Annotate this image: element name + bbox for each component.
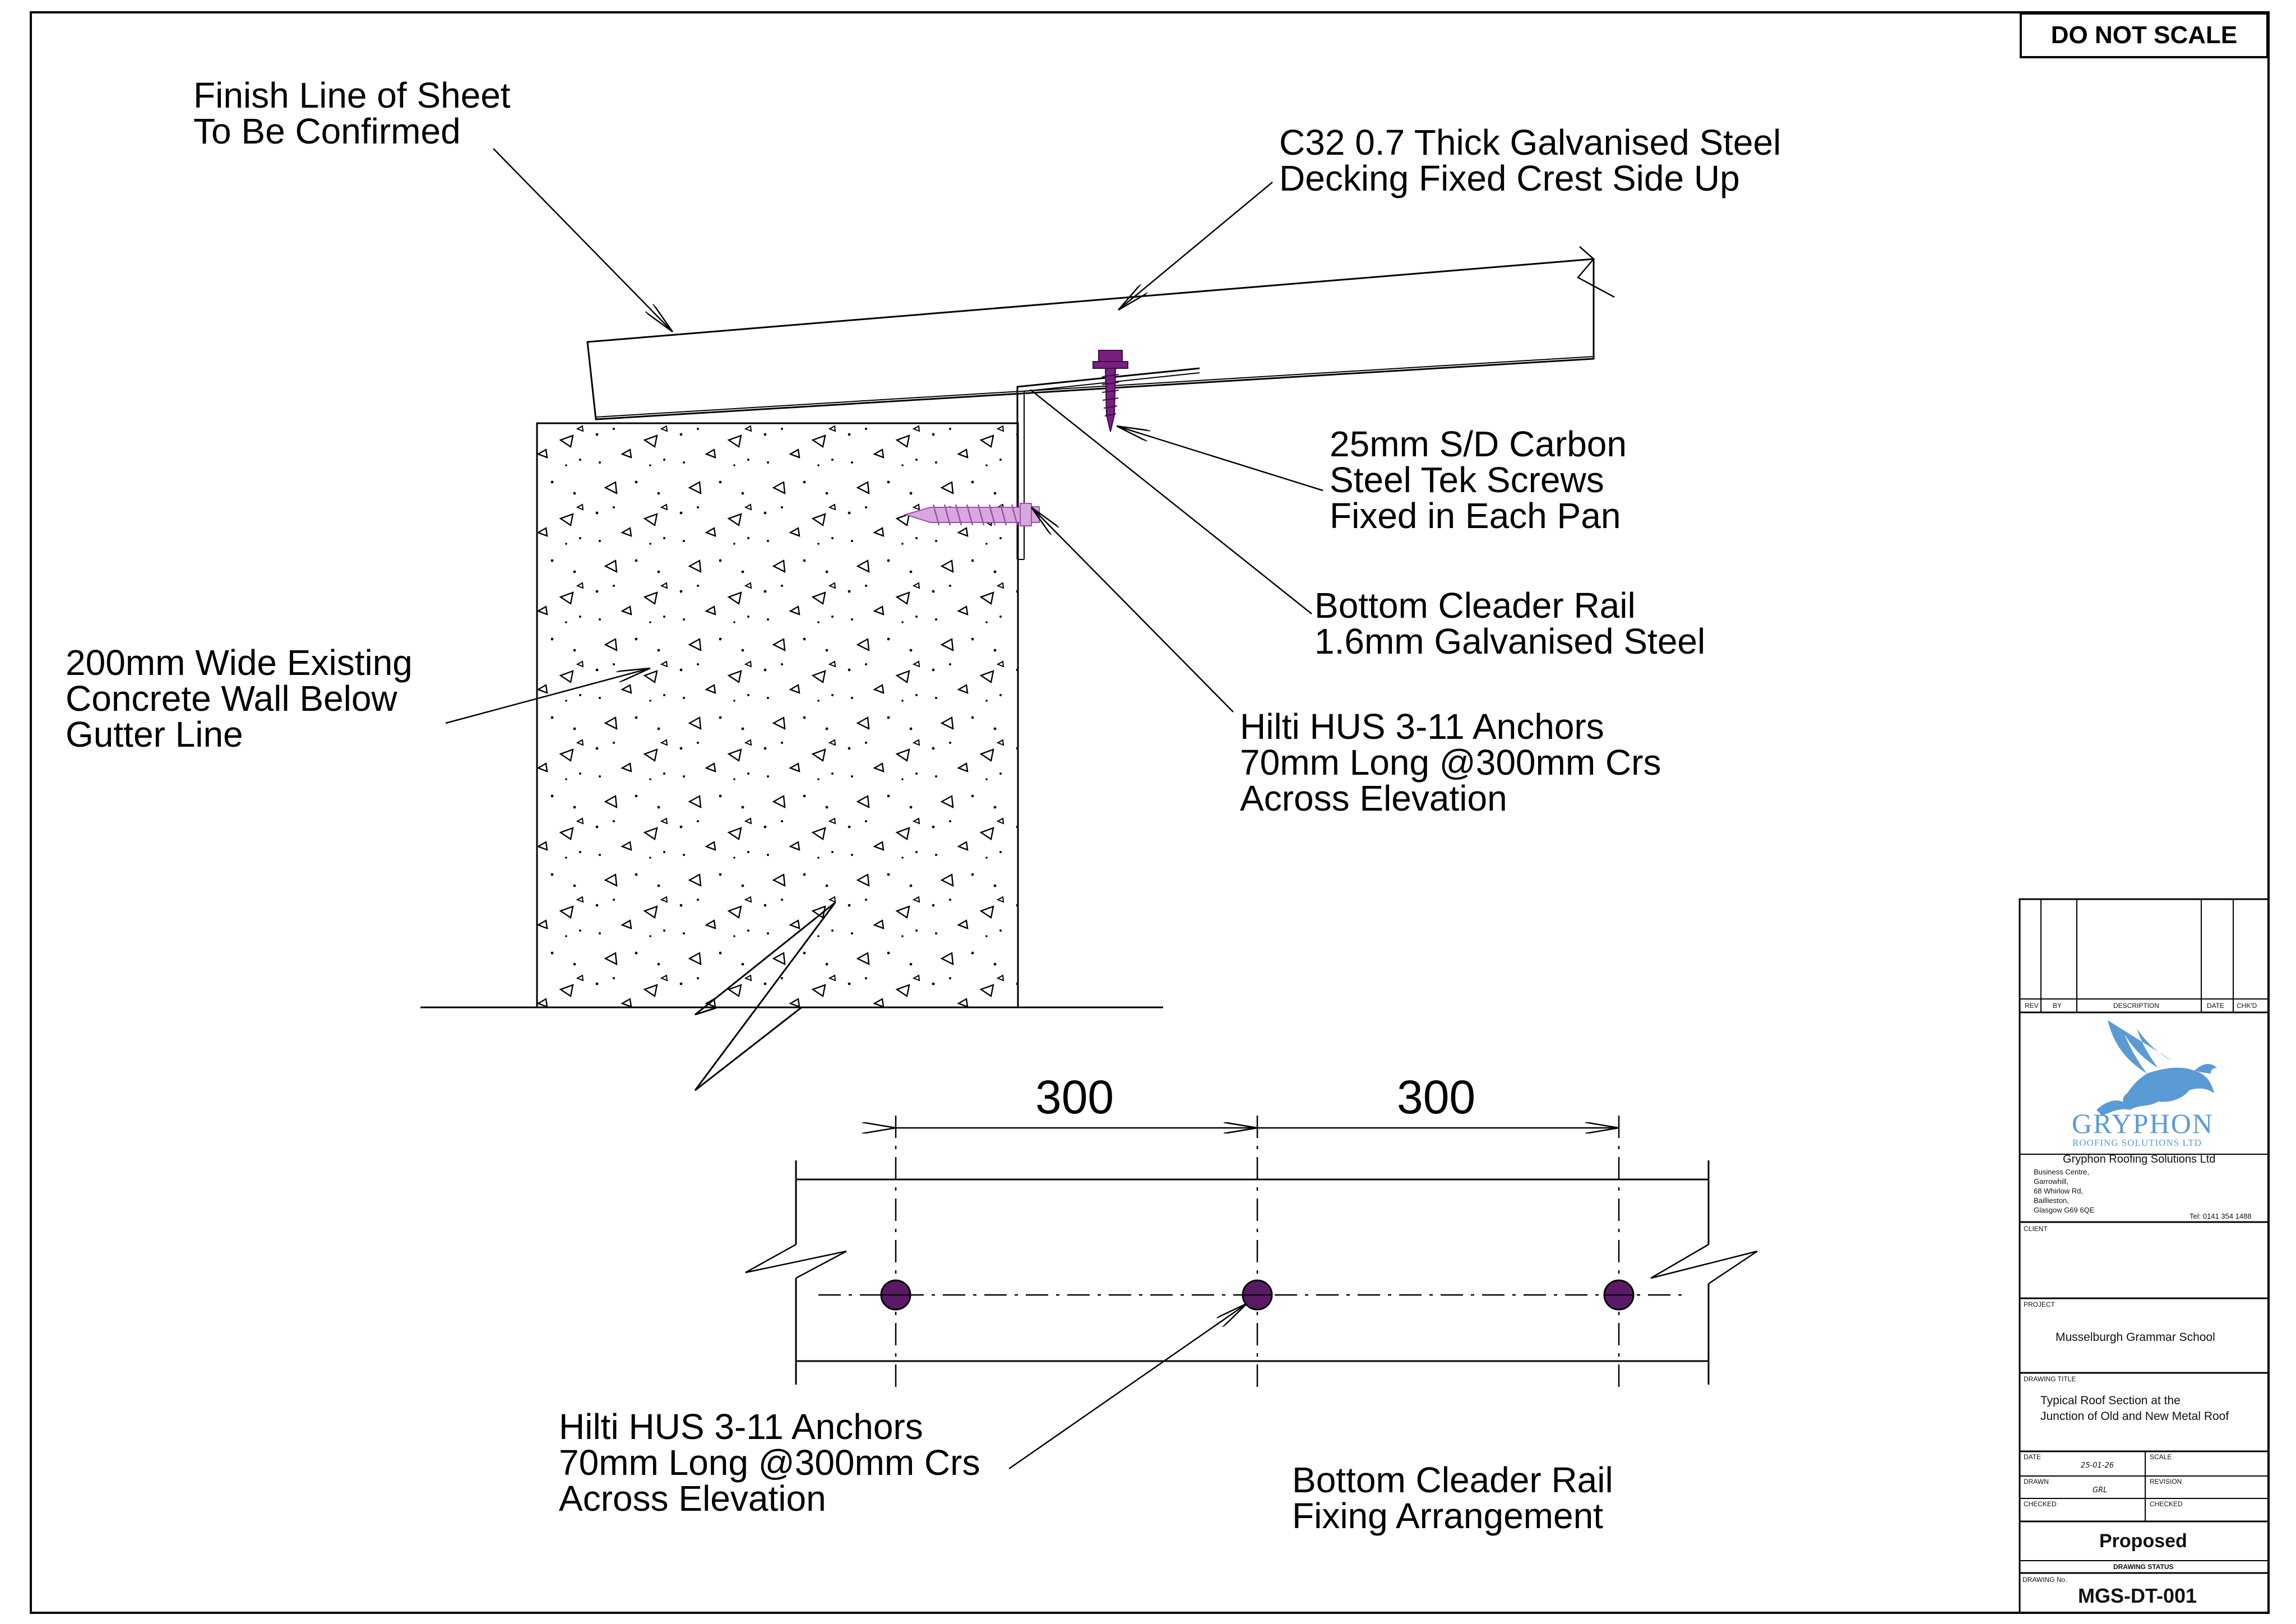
revision-label: REVISION xyxy=(2150,1478,2182,1486)
tek-screws-label-1: 25mm S/D Carbon xyxy=(1330,424,1627,464)
elevation-anchors-label-3: Across Elevation xyxy=(559,1478,826,1519)
address-line-2: Garrowhill, xyxy=(2034,1177,2069,1186)
date-value: 25-01-26 xyxy=(2081,1461,2114,1470)
cleader-rail-label-1: Bottom Cleader Rail xyxy=(1314,585,1636,626)
dimension-300-right: 300 xyxy=(1397,1071,1476,1123)
decking-sheet xyxy=(586,246,1615,420)
tek-screws-label-2: Steel Tek Screws xyxy=(1330,460,1604,500)
address-line-5: Glasgow G69 6QE xyxy=(2034,1206,2095,1214)
title-block-lines xyxy=(2019,898,2270,1614)
drawn-label: DRAWN xyxy=(2024,1478,2049,1486)
drawing-number: MGS-DT-001 xyxy=(2078,1584,2197,1607)
checked-label-2: CHECKED xyxy=(2150,1500,2183,1508)
drawing-border xyxy=(30,11,2270,1614)
concrete-wall xyxy=(420,422,1163,1091)
tek-screws-label-3: Fixed in Each Pan xyxy=(1330,496,1621,536)
address-line-1: Business Centre, xyxy=(2034,1168,2089,1176)
anchors-label-3: Across Elevation xyxy=(1240,778,1507,818)
do-not-scale-box: DO NOT SCALE xyxy=(2020,12,2269,58)
rev-header: REV xyxy=(2025,1002,2039,1010)
elevation-anchors-label-2: 70mm Long @300mm Crs xyxy=(559,1442,980,1483)
wall-label-3: Gutter Line xyxy=(66,714,243,755)
drawing-status: Proposed xyxy=(2099,1530,2187,1552)
elevation-title-1: Bottom Cleader Rail xyxy=(1292,1460,1613,1500)
anchors-label-1: Hilti HUS 3-11 Anchors xyxy=(1240,706,1604,747)
elevation-anchors-label-1: Hilti HUS 3-11 Anchors xyxy=(559,1406,923,1447)
anchor-dots xyxy=(880,1279,1635,1311)
do-not-scale-text: DO NOT SCALE xyxy=(2050,21,2238,49)
scale-label: SCALE xyxy=(2150,1453,2172,1461)
address-line-4: Baillieston, xyxy=(2034,1196,2069,1205)
drawing-title-label: DRAWING TITLE xyxy=(2024,1375,2076,1383)
description-header: DESCRIPTION xyxy=(2113,1002,2160,1010)
company-name: Gryphon Roofing Solutions Ltd xyxy=(2063,1153,2216,1165)
logo-name: GRYPHON xyxy=(2072,1108,2214,1139)
tek-screw-icon xyxy=(1093,350,1128,432)
elevation-drawing xyxy=(745,1116,1758,1470)
finish-line-label-2: To Be Confirmed xyxy=(193,111,461,151)
drawing-title-2: Junction of Old and New Metal Roof xyxy=(2040,1410,2229,1423)
gryphon-logo-icon xyxy=(2096,1020,2217,1116)
project-label: PROJECT xyxy=(2024,1301,2056,1308)
project-name: Musselburgh Grammar School xyxy=(2056,1331,2215,1344)
finish-line-label-1: Finish Line of Sheet xyxy=(193,75,511,115)
checked-label: CHECKED xyxy=(2024,1500,2057,1508)
telephone: Tel: 0141 354 1488 xyxy=(2189,1212,2252,1220)
elevation-title-2: Fixing Arrangement xyxy=(1292,1496,1603,1536)
client-label: CLIENT xyxy=(2024,1225,2048,1233)
drawing-title-1: Typical Roof Section at the xyxy=(2040,1394,2181,1407)
dimension-300-left: 300 xyxy=(1035,1071,1114,1123)
drawing-status-label: DRAWING STATUS xyxy=(2113,1563,2174,1571)
date-header: DATE xyxy=(2207,1002,2225,1010)
wall-label-2: Concrete Wall Below xyxy=(66,678,397,719)
by-header: BY xyxy=(2053,1002,2062,1010)
section-leaders xyxy=(445,148,1323,724)
drawing-no-label: DRAWING No. xyxy=(2022,1576,2067,1584)
address-line-3: 68 Whirlow Rd, xyxy=(2034,1187,2084,1195)
date-label: DATE xyxy=(2024,1453,2042,1461)
logo-subtitle: ROOFING SOLUTIONS LTD xyxy=(2072,1137,2202,1148)
decking-label-1: C32 0.7 Thick Galvanised Steel xyxy=(1279,122,1781,163)
wall-label-1: 200mm Wide Existing xyxy=(66,642,413,683)
drawn-value: GRL xyxy=(2093,1486,2108,1495)
chkd-header: CHK'D xyxy=(2237,1002,2257,1010)
anchors-label-2: 70mm Long @300mm Crs xyxy=(1240,742,1661,783)
decking-label-2: Decking Fixed Crest Side Up xyxy=(1279,158,1740,198)
cleader-rail-label-2: 1.6mm Galvanised Steel xyxy=(1314,621,1706,661)
